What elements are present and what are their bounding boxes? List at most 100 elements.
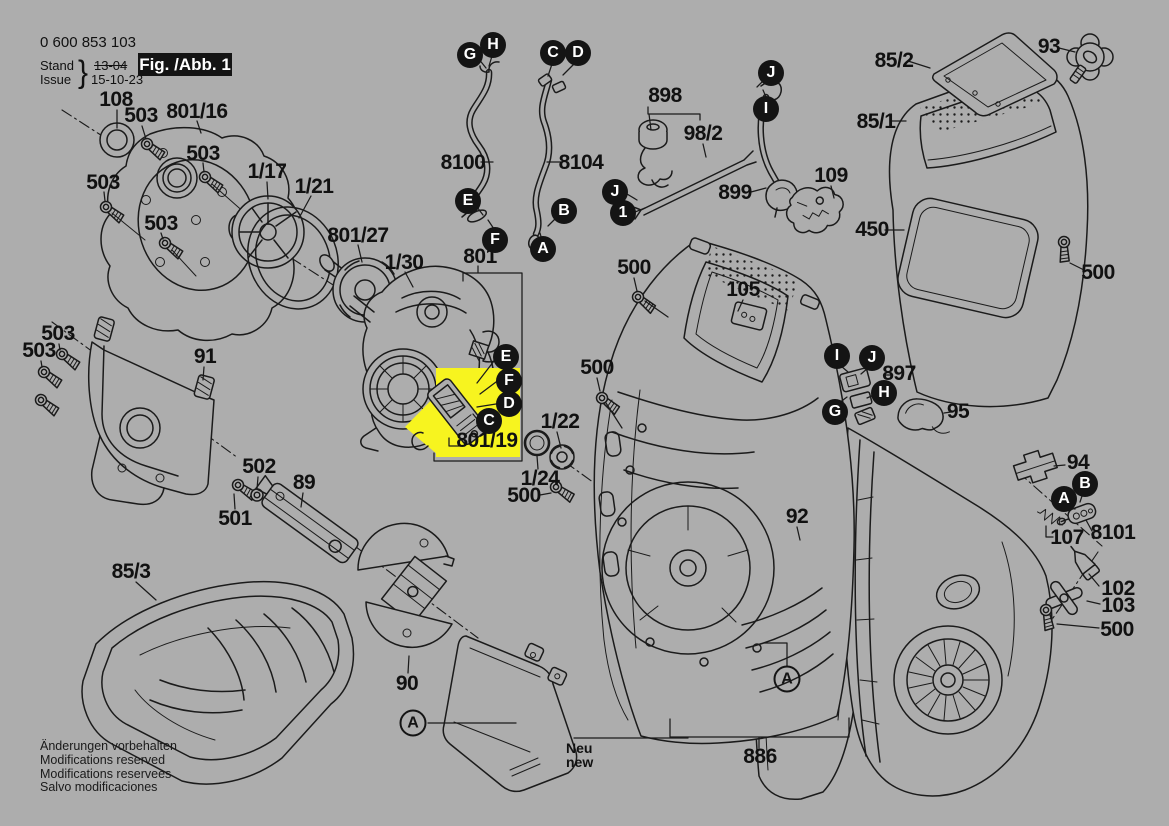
part-label-500: 500 xyxy=(580,356,614,379)
part-tube-8104 xyxy=(527,73,567,261)
part-switch-897 xyxy=(839,367,876,426)
revision-block: Stand Issue } 13-04 15-10-23 xyxy=(40,55,144,90)
part-label-95: 95 xyxy=(946,400,970,423)
part-label-886: 886 xyxy=(743,745,777,768)
part-clamp-103 xyxy=(1045,580,1083,616)
callout-marker-E-4: E xyxy=(455,188,481,214)
part-label-98-2: 98/2 xyxy=(683,122,723,145)
part-label-90: 90 xyxy=(395,672,419,695)
header: 0 600 853 103 Stand Issue } 13-04 15-10-… xyxy=(40,34,143,90)
callout-marker-H-15: H xyxy=(871,380,897,406)
part-label-502: 502 xyxy=(242,455,276,478)
part-label-91: 91 xyxy=(193,345,217,368)
part-rod-98-2 xyxy=(630,150,757,220)
document-number: 0 600 853 103 xyxy=(40,34,136,51)
part-label-108: 108 xyxy=(99,88,133,111)
part-ring-1-24 xyxy=(523,429,551,457)
new-part-note-de: Neu xyxy=(566,740,593,756)
old-issue-date: 13-04 xyxy=(94,58,128,73)
part-label-85-3: 85/3 xyxy=(111,560,151,583)
part-label-500: 500 xyxy=(617,256,651,279)
part-label-85-2: 85/2 xyxy=(874,49,914,72)
part-pulley-1-17 xyxy=(228,195,305,269)
part-nozzle-102 xyxy=(1070,545,1101,581)
part-block-94 xyxy=(1012,449,1058,484)
callout-marker-D-3: D xyxy=(565,40,591,66)
part-bushing-108 xyxy=(99,122,135,158)
part-label-897: 897 xyxy=(882,362,916,385)
new-part-note: Neu new xyxy=(566,741,593,769)
part-elbow-95 xyxy=(897,398,950,434)
part-lid-85-2 xyxy=(931,32,1058,117)
part-label-8104: 8104 xyxy=(558,151,604,174)
part-label-801-27: 801/27 xyxy=(327,224,389,247)
part-label-1-21: 1/21 xyxy=(294,175,334,198)
group-brackets xyxy=(433,106,850,749)
part-knob-93 xyxy=(1066,33,1114,84)
part-label-8101: 8101 xyxy=(1090,521,1136,544)
callout-marker-G-0: G xyxy=(457,42,483,68)
callout-marker-B-6: B xyxy=(551,198,577,224)
part-chute-a xyxy=(442,635,578,793)
callout-marker-F-5: F xyxy=(482,227,508,253)
callout-marker-B-17: B xyxy=(1072,471,1098,497)
part-label-500: 500 xyxy=(1100,618,1134,641)
part-label-107: 107 xyxy=(1050,526,1084,549)
part-label-102: 102 xyxy=(1101,577,1135,600)
part-label-450: 450 xyxy=(855,218,889,241)
part-label-500: 500 xyxy=(1081,261,1115,284)
part-label-898: 898 xyxy=(648,84,682,107)
part-blade-bar-89 xyxy=(255,474,359,564)
callout-marker-C-21: C xyxy=(476,408,502,434)
part-label-503: 503 xyxy=(144,212,178,235)
part-label-109: 109 xyxy=(814,164,848,187)
part-spring-107 xyxy=(1037,508,1063,526)
callout-marker-I-12: I xyxy=(824,343,850,369)
part-label-801-16: 801/16 xyxy=(166,100,228,123)
part-base-tray-85-3 xyxy=(81,580,355,785)
part-label-801-19: 801/19 xyxy=(456,429,518,452)
stand-label: Stand xyxy=(40,58,74,73)
callout-marker-1-9: 1 xyxy=(610,200,636,226)
callout-marker-G-14: G xyxy=(822,399,848,425)
part-label-103: 103 xyxy=(1101,594,1135,617)
part-belt-1-21 xyxy=(247,206,339,310)
callout-marker-J-13: J xyxy=(859,345,885,371)
part-rear-cover xyxy=(842,427,1053,797)
new-issue-date: 15-10-23 xyxy=(91,72,144,87)
callout-marker-A-7: A xyxy=(530,236,556,262)
part-label-503: 503 xyxy=(41,322,75,345)
part-label-503: 503 xyxy=(124,104,158,127)
callout-marker-E-18: E xyxy=(493,344,519,370)
part-label-1-17: 1/17 xyxy=(247,160,287,183)
part-main-housing xyxy=(593,237,855,745)
part-label-501: 501 xyxy=(218,507,252,530)
part-label-899: 899 xyxy=(718,181,752,204)
part-label-1-24: 1/24 xyxy=(520,467,560,490)
part-hopper-85-1 xyxy=(888,67,1089,408)
part-label-1-22: 1/22 xyxy=(540,410,580,433)
callout-marker-C-2: C xyxy=(540,40,566,66)
brace-glyph: } xyxy=(77,55,89,90)
callout-marker-J-10: J xyxy=(758,60,784,86)
issue-label: Issue xyxy=(40,72,72,87)
part-latch-109 xyxy=(785,186,844,234)
part-label-500: 500 xyxy=(507,484,541,507)
part-rotor-discs-90 xyxy=(357,522,455,649)
part-label-503: 503 xyxy=(22,339,56,362)
part-label-105: 105 xyxy=(726,278,760,301)
callout-marker-F-19: F xyxy=(496,368,522,394)
part-disc-1-22 xyxy=(549,444,575,470)
part-label-85-1: 85/1 xyxy=(856,110,896,133)
part-label-89: 89 xyxy=(292,471,316,494)
part-bracket-91 xyxy=(88,316,215,506)
part-label-503: 503 xyxy=(186,142,220,165)
legal-note: Änderungen vorbehalten Modifications res… xyxy=(40,739,177,795)
callout-marker-I-11: I xyxy=(753,96,779,122)
part-label-94: 94 xyxy=(1066,451,1090,474)
part-label-8100: 8100 xyxy=(440,151,486,174)
part-label-503: 503 xyxy=(86,171,120,194)
callout-marker-H-1: H xyxy=(480,32,506,58)
